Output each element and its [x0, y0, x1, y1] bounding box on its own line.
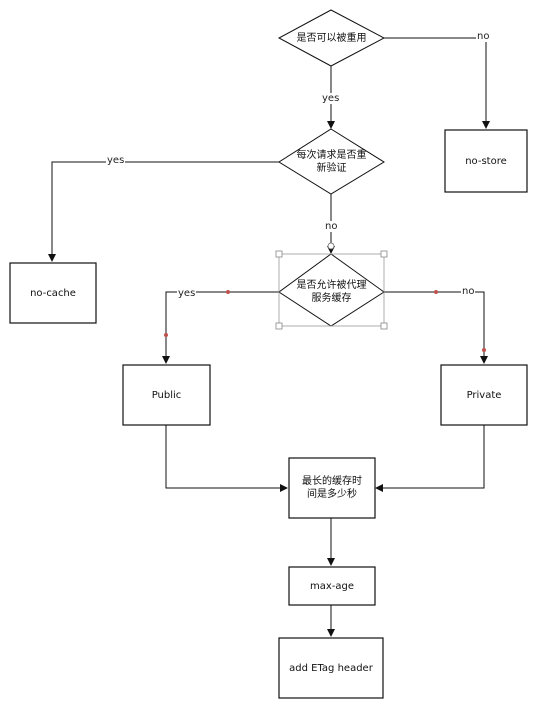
private-label: Private [466, 389, 502, 401]
edge-proxy-no [384, 291, 488, 364]
box-max-age[interactable] [288, 566, 376, 606]
box-no-store[interactable] [444, 129, 528, 193]
etag-label: add ETag header [289, 662, 373, 674]
decision-cacheable-label: 是否可以被重用 [296, 32, 367, 44]
box-etag[interactable] [278, 637, 384, 699]
connection-point[interactable] [226, 290, 230, 294]
box-private[interactable] [440, 364, 528, 426]
edge-revalidate-yes [48, 161, 279, 262]
public-label: Public [151, 389, 182, 401]
edge-label-revalidate-yes: yes [106, 155, 126, 166]
connectors [48, 37, 490, 637]
max-age-label: max-age [309, 580, 355, 592]
connection-point[interactable] [164, 333, 168, 337]
box-no-cache[interactable] [9, 262, 97, 324]
selection-handle[interactable] [380, 250, 388, 258]
selection-handle[interactable] [275, 322, 283, 330]
edge-private-to-maxtime [375, 425, 485, 492]
box-max-time[interactable] [288, 457, 376, 519]
connection-point[interactable] [482, 348, 486, 352]
decision-revalidate-diamond[interactable] [278, 128, 385, 195]
no-cache-label: no-cache [30, 287, 76, 299]
edge-label-cacheable-yes: yes [321, 93, 341, 104]
edge-proxy-yes [162, 291, 279, 364]
edge-label-revalidate-no: no [324, 221, 339, 232]
edge-label-cacheable-no: no [476, 31, 491, 42]
box-public[interactable] [122, 364, 211, 426]
edge-cacheable-no [384, 37, 490, 129]
connection-point[interactable] [327, 242, 335, 250]
max-time-label: 最长的缓存时 间是多少秒 [302, 476, 362, 500]
decision-proxy-label: 是否允许被代理 服务缓存 [296, 280, 367, 304]
edge-label-proxy-no: no [461, 286, 476, 297]
edge-label-proxy-yes: yes [177, 288, 197, 299]
decision-cacheable-diamond[interactable] [277, 9, 386, 67]
connection-point[interactable] [434, 290, 438, 294]
selection-frame [164, 242, 486, 352]
selection-handle[interactable] [380, 322, 388, 330]
decision-revalidate-label: 每次请求是否重 新验证 [296, 150, 367, 174]
no-store-label: no-store [465, 155, 507, 167]
selection-handle[interactable] [275, 250, 283, 258]
edge-public-to-maxtime [165, 425, 288, 492]
